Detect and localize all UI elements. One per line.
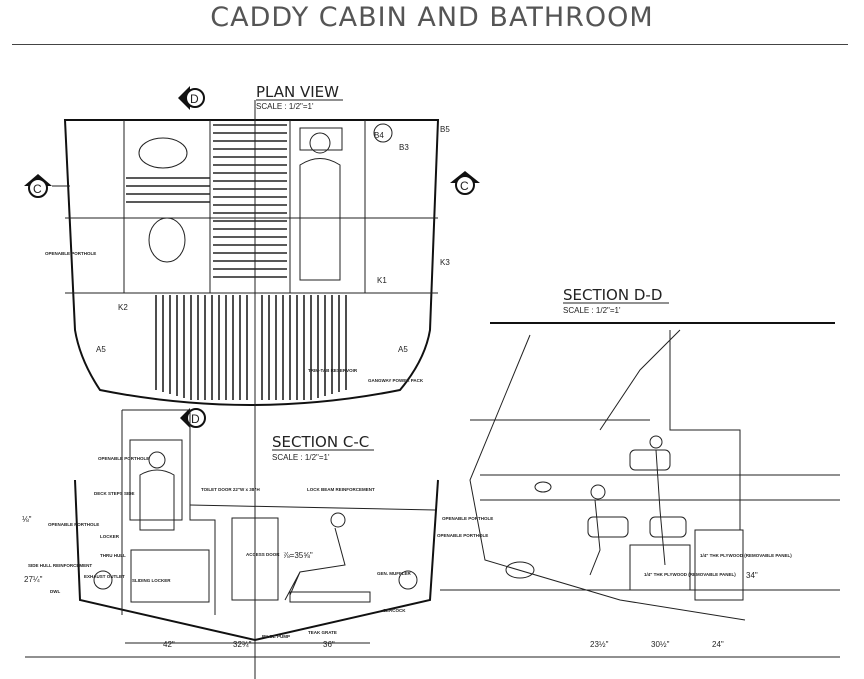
section-dd-scale: SCALE : 1/2"=1' <box>563 306 621 315</box>
gen-muffler-label: GEN. MUFFLER <box>377 571 411 576</box>
svg-text:C: C <box>33 182 42 196</box>
seacock-label: SEACOCK <box>383 608 406 613</box>
page-title: CADDY CABIN AND BATHROOM <box>210 2 654 33</box>
dimension-30: 30½" <box>651 640 670 649</box>
cabin-outline <box>122 409 216 615</box>
b5-label: B5 <box>440 125 450 134</box>
section-dd: SECTION D-D SCALE : 1/2"=1' OPENABLE POR… <box>440 286 840 649</box>
dimension-35: ⅞=35⅝" <box>283 551 313 560</box>
dimension-36: 36" <box>323 640 335 649</box>
dimension-1-8: ⅛" <box>22 515 32 524</box>
toilet-door-label: TOILET DOOR 22"W x 38"H <box>201 487 260 492</box>
dimension-24: 24" <box>712 640 724 649</box>
locker-label: LOCKER <box>100 534 120 539</box>
section-dd-heading: SECTION D-D <box>563 286 662 304</box>
b4-label: B4 <box>374 131 384 140</box>
deck-grate-vertical <box>155 295 347 400</box>
section-marker-c-left: C <box>24 174 70 198</box>
plan-view-scale: SCALE : 1/2"=1' <box>256 102 314 111</box>
sliding-locker-label: SLIDING LOCKER <box>132 578 171 583</box>
hull-profile <box>469 334 746 621</box>
a5-right-label: A5 <box>398 345 408 354</box>
dimension-34: 34" <box>746 571 758 580</box>
bilge-pump-label: BILGE PUMP <box>262 634 290 639</box>
title-divider <box>12 44 848 45</box>
k1-label: K1 <box>377 276 387 285</box>
person-figure <box>299 127 343 281</box>
removable-panel-left <box>629 544 691 591</box>
hull-section <box>74 479 439 642</box>
section-marker-d-bottom: D <box>180 408 206 428</box>
side-hull-label: SIDE HULL REINFORCEMENT <box>28 563 92 568</box>
svg-text:C: C <box>460 179 469 193</box>
gen-muffler <box>398 570 418 590</box>
porthole-left-label: OPENABLE PORTHOLE <box>48 522 99 527</box>
basin <box>373 123 393 143</box>
teak-grate <box>289 591 371 603</box>
teak-grate-label: TEAK GRATE <box>308 630 337 635</box>
section-marker-c-right: C <box>450 171 480 195</box>
porthole-label: OPENABLE PORTHOLE <box>45 251 96 256</box>
dimension-42: 42" <box>163 640 175 649</box>
dimension-23: 23½" <box>590 640 609 649</box>
stair-structure <box>599 329 741 530</box>
bathtub-sink <box>138 137 188 169</box>
deck-grate-horizontal <box>126 124 287 278</box>
seated-figures <box>589 435 666 576</box>
lock-beam-label: LOCK BEAM REINFORCEMENT <box>307 487 375 492</box>
gangway-label: GANGWAY POWER PACK <box>368 378 424 383</box>
exhaust-label: EXHAUST OUTLET <box>84 574 125 579</box>
trim-tab-label: TRIM-TAB RESERVOIR <box>308 368 358 373</box>
exhaust-outlet <box>93 570 113 590</box>
deck-line <box>189 504 436 511</box>
deck-lines <box>470 419 840 501</box>
access-door <box>231 517 279 601</box>
standing-person <box>139 451 175 531</box>
porthole-upper-label: OPENABLE PORTHOLE <box>98 456 149 461</box>
seated-person <box>284 512 346 601</box>
svg-text:D: D <box>191 412 200 426</box>
section-cc-scale: SCALE : 1/2"=1' <box>272 453 330 462</box>
access-door-label: ACCESS DOOR <box>246 552 280 557</box>
porthole-right-label: OPENABLE PORTHOLE <box>437 533 488 538</box>
a5-left-label: A5 <box>96 345 106 354</box>
dwl-label: DWL <box>50 589 60 594</box>
porthole-window <box>587 516 629 538</box>
deck-steps-label: DECK STEPS SIDE <box>94 491 135 496</box>
dimension-32: 32¾" <box>233 640 252 649</box>
svg-text:D: D <box>190 92 199 106</box>
hull-outline <box>63 119 440 406</box>
porthole-dd-label: OPENABLE PORTHOLE <box>442 516 493 521</box>
thru-hull-label: THRU HULL <box>100 553 126 558</box>
plan-view: PLAN VIEW SCALE : 1/2"=1' D <box>24 83 480 679</box>
sliding-locker <box>130 549 210 603</box>
helm-seat <box>505 561 535 579</box>
b3-label: B3 <box>399 143 409 152</box>
k3-label: K3 <box>440 258 450 267</box>
panel-right-label: 1/4" THK PLYWOOD (REMOVABLE PANEL) <box>700 553 792 558</box>
porthole-window <box>649 516 687 538</box>
hull-porthole <box>534 481 552 493</box>
section-cc: D SECTION C-C SCALE : 1/2"=1' OPENABLE P… <box>22 408 840 658</box>
section-cc-heading: SECTION C-C <box>272 433 369 451</box>
section-marker-d-top: D <box>178 86 205 110</box>
k2-label: K2 <box>118 303 128 312</box>
vanity-cabinet <box>694 529 744 601</box>
toilet <box>148 217 186 263</box>
porthole-window <box>129 439 183 521</box>
plan-view-heading: PLAN VIEW <box>256 83 339 101</box>
porthole-window <box>629 449 671 471</box>
panel-left-label: 1/4" THK PLYWOOD (REMOVABLE PANEL) <box>644 572 736 577</box>
dimension-27: 27¼" <box>24 575 43 584</box>
